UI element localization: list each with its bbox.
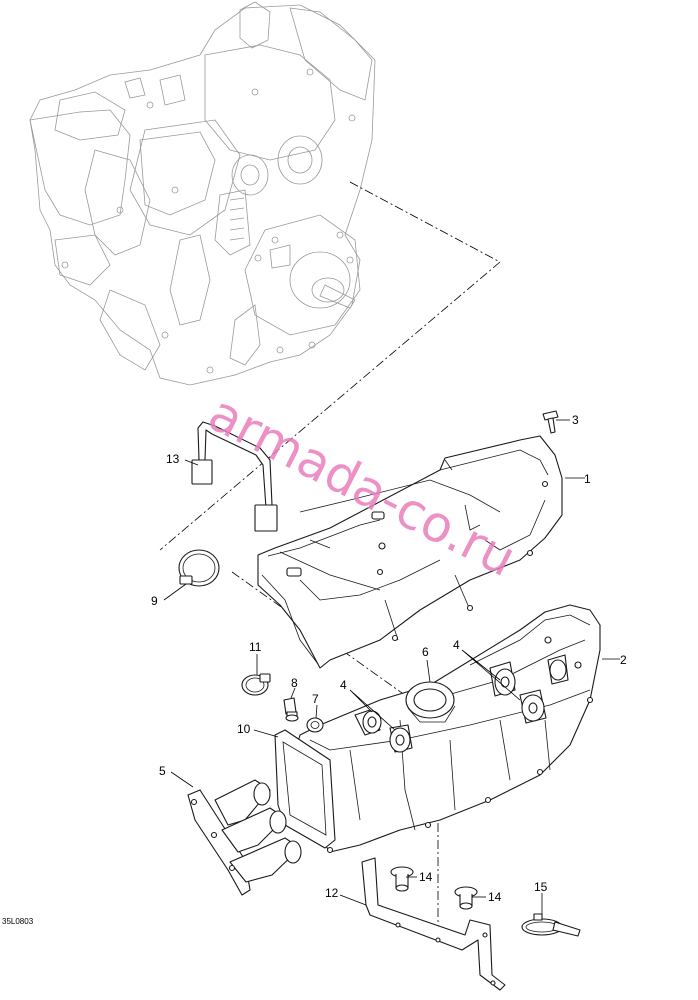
callout-9: 9 [151, 594, 158, 608]
callout-13: 13 [166, 452, 180, 466]
callout-6: 6 [422, 645, 429, 659]
callout-1: 1 [584, 472, 591, 486]
bumper-part-14b [454, 886, 478, 910]
cable-tie-part-15 [521, 913, 581, 937]
callout-8: 8 [291, 676, 298, 690]
callout-7: 7 [312, 692, 319, 706]
callout-4a: 4 [340, 678, 347, 692]
gasket-part-10 [274, 729, 336, 849]
leader-lines [163, 419, 620, 914]
callout-numbers: 1 2 3 4 4 5 6 7 8 9 10 11 12 13 14 14 15 [151, 413, 627, 904]
screw-part-3 [542, 410, 559, 434]
callout-5: 5 [159, 764, 166, 778]
clamp-part-9 [178, 549, 220, 587]
callout-11: 11 [249, 640, 262, 654]
intake-tubes-part-5 [187, 779, 302, 896]
callout-4b: 4 [453, 638, 460, 652]
figure-reference-code: 35L0803 [2, 917, 34, 926]
callout-14a: 14 [419, 870, 433, 884]
clamp-part-11 [241, 673, 271, 696]
callout-14b: 14 [488, 890, 502, 904]
bracket-part-12 [361, 857, 506, 991]
grommet-part-7 [306, 717, 324, 733]
adapter-part-6 [405, 681, 456, 723]
callout-10: 10 [237, 722, 251, 736]
strap-part-13 [191, 421, 278, 532]
callout-15: 15 [534, 880, 548, 894]
callout-12: 12 [325, 886, 339, 900]
sleeves-part-4 [354, 654, 569, 753]
air-box-cover-part-1 [257, 435, 563, 669]
fitting-part-8 [283, 697, 299, 722]
bumper-part-14a [390, 866, 414, 892]
callout-2: 2 [620, 653, 627, 667]
engine-ghost-illustration [29, 1, 376, 386]
callout-3: 3 [572, 413, 579, 427]
